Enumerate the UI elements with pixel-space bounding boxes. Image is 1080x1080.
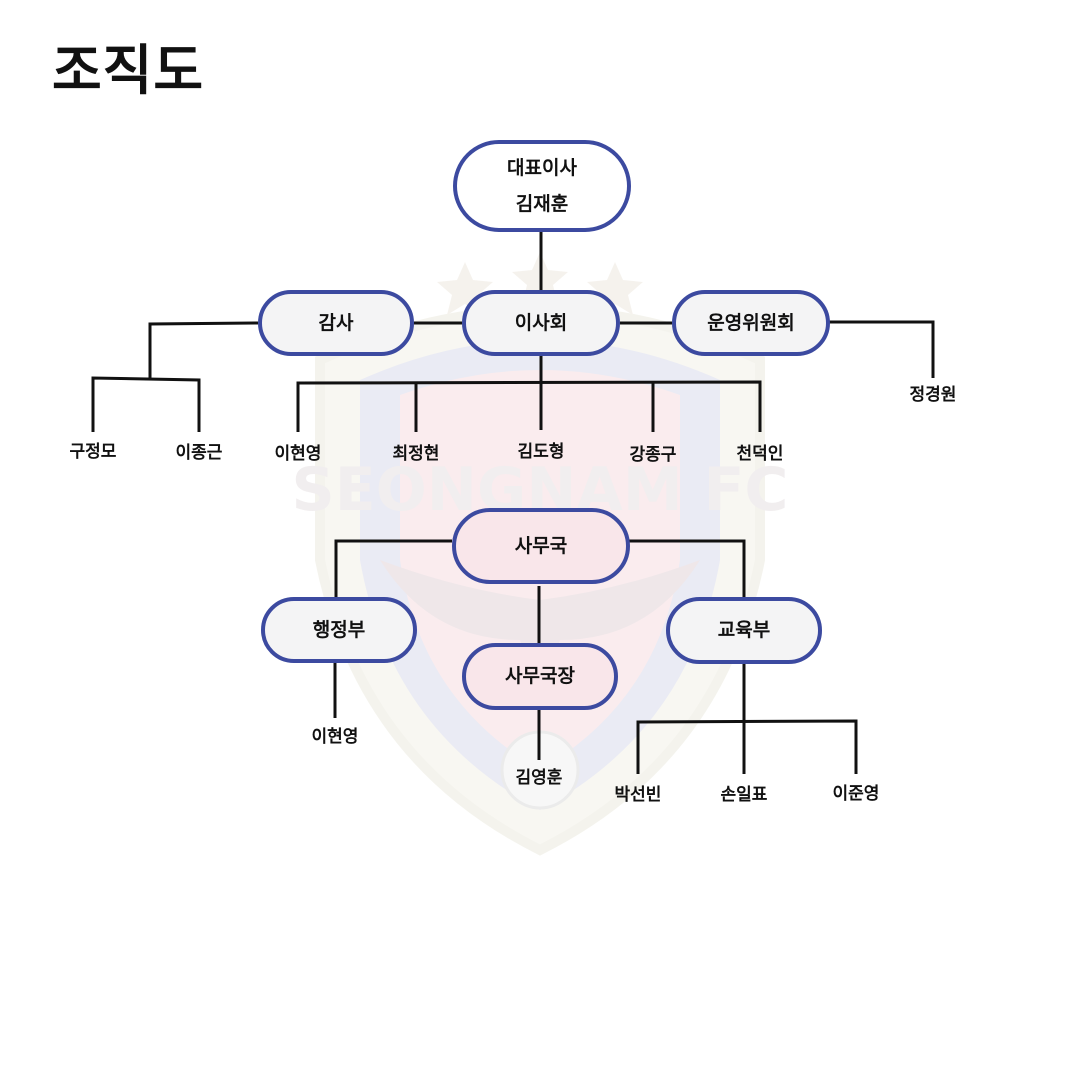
education-dept-member: 손일표 (720, 785, 768, 805)
connector-line (148, 321, 259, 378)
audit-node: 감사 (258, 290, 414, 356)
secretary-general-member: 김영훈 (515, 768, 563, 788)
connector-line (628, 539, 746, 598)
audit-member: 구정모 (69, 442, 117, 462)
ceo-name: 김재훈 (515, 193, 569, 215)
ops-committee-label: 운영위원회 (707, 311, 795, 334)
admin-dept-label: 행정부 (312, 618, 366, 641)
page-title: 조직도 (52, 39, 205, 102)
board-label: 이사회 (514, 311, 568, 334)
education-dept-node: 교육부 (666, 597, 822, 664)
board-member: 최정현 (392, 444, 440, 464)
board-node: 이사회 (462, 290, 620, 356)
audit-label: 감사 (318, 311, 354, 334)
connector-line (91, 376, 201, 432)
education-dept-member: 이준영 (832, 784, 880, 804)
ceo-node: 대표이사 김재훈 (453, 140, 631, 232)
admin-dept-node: 행정부 (261, 597, 417, 663)
education-dept-member: 박선빈 (614, 785, 662, 805)
board-member: 천덕인 (736, 444, 784, 464)
ops-committee-member: 정경원 (909, 385, 957, 405)
audit-member: 이종근 (175, 443, 223, 463)
education-dept-label: 교육부 (717, 619, 771, 642)
connector-line (296, 380, 762, 432)
secretariat-label: 사무국 (514, 534, 568, 557)
secretary-general-label: 사무국장 (505, 665, 575, 688)
connector-line (636, 719, 858, 774)
ops-committee-node: 운영위원회 (672, 290, 830, 356)
secretary-general-node: 사무국장 (462, 643, 618, 710)
ceo-role: 대표이사 (507, 156, 577, 179)
secretariat-node: 사무국 (452, 508, 630, 584)
board-member: 이현영 (274, 444, 322, 464)
admin-dept-member: 이현영 (311, 727, 359, 747)
connector-line (828, 320, 935, 378)
board-member: 강종구 (629, 445, 677, 465)
board-member: 김도형 (517, 442, 565, 462)
connector-line (334, 539, 452, 598)
